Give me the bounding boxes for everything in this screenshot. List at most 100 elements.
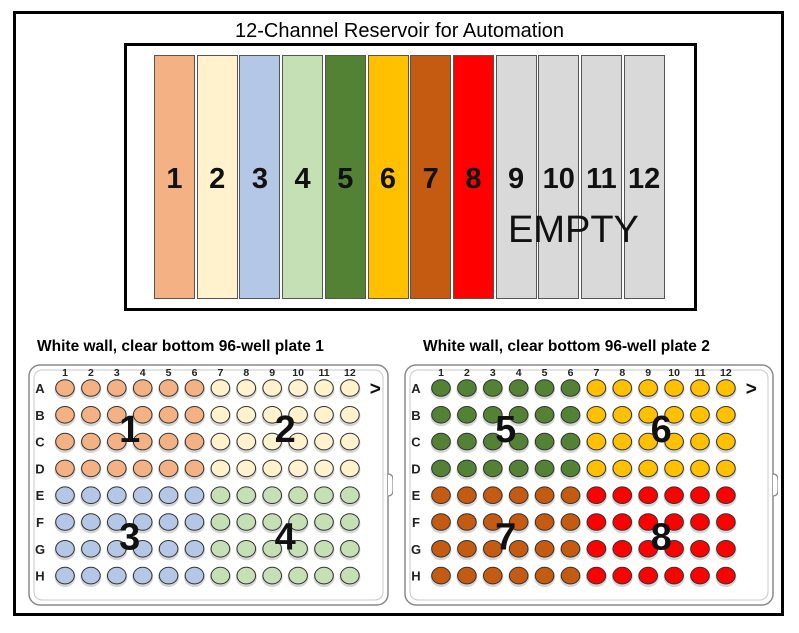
well-F10 (664, 513, 684, 531)
well-B9 (262, 406, 282, 424)
well-H9 (638, 566, 658, 585)
well-F5 (534, 513, 555, 531)
well-D9 (262, 459, 282, 478)
well-C12 (340, 432, 360, 451)
reservoir-channel-1: 1 (154, 55, 195, 299)
reservoir-channel-label: 5 (337, 163, 354, 195)
well-D9 (638, 459, 658, 478)
well-G1 (431, 540, 451, 558)
well-B11 (690, 406, 710, 424)
well-B3 (483, 406, 503, 424)
well-F6 (184, 513, 205, 531)
well-A10 (288, 379, 308, 397)
well-B12 (716, 406, 736, 424)
well-C7 (210, 432, 231, 451)
well-D8 (236, 459, 257, 478)
reservoir-title: 12-Channel Reservoir for Automation (234, 20, 565, 42)
well-D2 (81, 459, 101, 478)
well-B5 (534, 406, 555, 424)
well-E10 (664, 486, 684, 504)
reservoir-channel-11: 11 (581, 55, 622, 299)
row-label: F (412, 515, 420, 530)
well-A6 (560, 379, 581, 397)
column-label: 10 (668, 367, 680, 379)
well-G10 (664, 540, 684, 558)
well-G9 (638, 540, 658, 558)
well-E9 (262, 486, 282, 504)
row-label: G (35, 542, 45, 557)
well-A6 (184, 379, 205, 397)
well-C12 (716, 432, 736, 451)
well-B8 (236, 406, 257, 424)
well-B10 (288, 406, 308, 424)
well-C3 (107, 432, 127, 451)
well-E4 (508, 486, 529, 504)
well-B2 (81, 406, 101, 424)
well-C11 (690, 432, 710, 451)
well-B9 (638, 406, 658, 424)
plate-inner-edge (33, 369, 384, 601)
well-G11 (690, 540, 710, 558)
well-H10 (664, 566, 684, 585)
row-label: A (35, 381, 45, 396)
column-label: 4 (140, 367, 146, 379)
well-H5 (534, 566, 555, 585)
well-G3 (107, 540, 127, 558)
reservoir-channel-5: 5 (324, 55, 366, 299)
well-G5 (534, 540, 555, 558)
row-label: C (411, 435, 421, 450)
column-label: 7 (217, 367, 223, 379)
column-label: 8 (243, 367, 249, 379)
well-C1 (55, 432, 75, 451)
well-E10 (288, 486, 308, 504)
well-A1 (55, 379, 75, 397)
well-D4 (132, 459, 153, 478)
well-H7 (210, 566, 231, 585)
column-label: 6 (192, 367, 198, 379)
well-A5 (158, 379, 179, 397)
well-B10 (664, 406, 684, 424)
well-F2 (457, 513, 477, 531)
row-label: E (412, 488, 421, 503)
column-label: 8 (619, 367, 625, 379)
well-B4 (132, 406, 153, 424)
well-F3 (483, 513, 503, 531)
reservoir-channel-label: 7 (422, 163, 439, 195)
well-E8 (612, 486, 633, 504)
well-H3 (107, 566, 127, 585)
well-E7 (586, 486, 607, 504)
column-label: 12 (720, 367, 732, 379)
quadrant-label: 1 (119, 409, 140, 451)
well-D11 (314, 459, 334, 478)
well-H4 (508, 566, 529, 585)
well-A8 (236, 379, 257, 397)
well-A8 (612, 379, 633, 397)
well-E7 (210, 486, 231, 504)
well-C11 (314, 432, 334, 451)
column-label: 5 (166, 367, 172, 379)
column-label: 3 (114, 367, 120, 379)
well-H6 (184, 566, 205, 585)
well-C8 (612, 432, 633, 451)
well-F11 (314, 513, 334, 531)
quadrant-label: 4 (275, 516, 296, 558)
well-H8 (236, 566, 257, 585)
column-label: 10 (292, 367, 304, 379)
well-B2 (457, 406, 477, 424)
well-F7 (586, 513, 607, 531)
well-B5 (158, 406, 179, 424)
reservoir-channel-4: 4 (282, 55, 324, 299)
well-E1 (431, 486, 451, 504)
well-C5 (534, 432, 555, 451)
row-label: D (35, 461, 44, 476)
well-H8 (612, 566, 633, 585)
well-B3 (107, 406, 127, 424)
row-label: H (35, 569, 44, 584)
column-label: 3 (490, 367, 496, 379)
well-H1 (431, 566, 451, 585)
well-H6 (560, 566, 581, 585)
reservoir-channel-label: 12 (628, 163, 661, 195)
row-label: E (36, 488, 45, 503)
well-C4 (508, 432, 529, 451)
